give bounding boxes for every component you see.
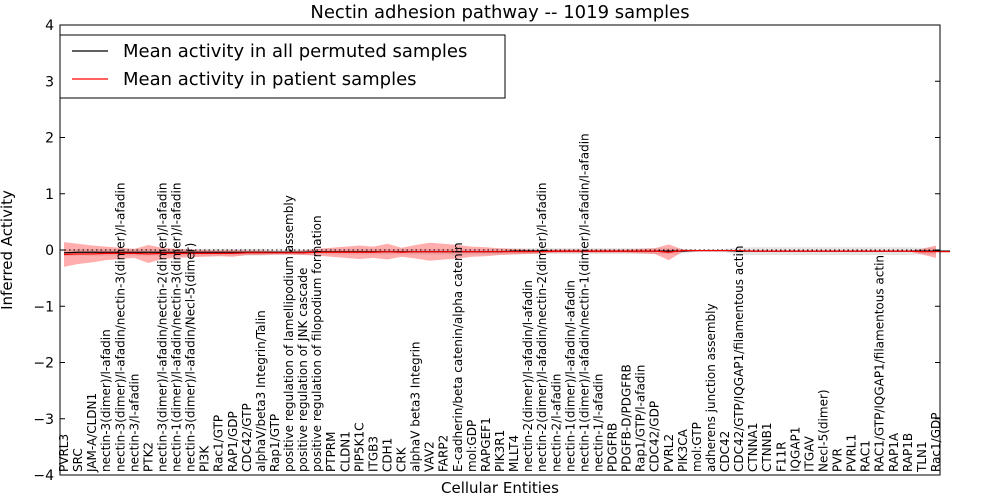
x-tick-label: PVR [831,448,845,472]
x-tick-label: Rac1/GTP [212,415,226,472]
band-patient [64,242,936,267]
y-tick-label: 0 [45,243,54,259]
x-tick-label: CDC42 [718,431,732,472]
x-tick-label: F11R [774,441,788,472]
x-tick-label: nectin-3(dimer)/l-afadin/nectin-2(dimer)… [155,183,169,472]
x-tick-label: PVRL3 [57,434,71,472]
y-tick-label: −2 [33,356,54,372]
x-tick-label: Necl-5(dimer) [816,389,830,472]
x-tick-label: positive regulation of lamellipodium ass… [282,195,296,472]
x-tick-label: CDC42/GTP/IQGAP1/filamentous actin [732,246,746,472]
y-tick-label: −3 [33,412,54,428]
x-tick-label: Rac1/GDP [929,413,943,472]
x-tick-label: CDC42/GTP [240,403,254,472]
x-tick-label: PDGFRB [606,423,620,472]
x-tick-label: nectin-2/l-afadin [549,374,563,472]
x-tick-label: adherens junction assembly [704,303,718,472]
x-tick-label: positive regulation of JNK cascade [296,268,310,472]
y-axis-label: Inferred Activity [0,190,16,310]
x-tick-label: RAPGEF1 [479,417,493,472]
x-tick-label: mol:GDP [465,420,479,472]
legend: Mean activity in all permuted samples Me… [59,34,506,99]
x-tick-label: PVRL2 [662,434,676,472]
x-tick-label: nectin-3/l-afadin [127,374,141,472]
x-tick-label: nectin-3(dimer)/l-afadin/Necl-5(dimer) [184,243,198,472]
x-tick-label: nectin-1(dimer)/l-afadin/nectin-3(dimer)… [170,183,184,472]
x-tick-label: PDGFB-D/PDGFRB [620,364,634,472]
x-tick-label: nectin-1(dimer)/l-afadin/nectin-1(dimer)… [577,133,591,472]
y-tick-label: 3 [45,74,54,90]
x-tick-label: mol:GTP [690,422,704,472]
x-tick-label: PTK2 [141,442,155,472]
x-tick-label: SRC [71,448,85,472]
y-tick-label: −1 [33,299,54,315]
legend-label-permuted: Mean activity in all permuted samples [123,41,467,62]
x-tick-label: FARP2 [437,435,451,472]
x-tick-label: PIK3R1 [493,430,507,472]
x-axis-label: Cellular Entities [441,479,559,497]
chart-title: Nectin adhesion pathway -- 1019 samples [310,2,689,23]
legend-label-patient: Mean activity in patient samples [123,69,417,90]
x-tick-label: VAV2 [423,441,437,472]
x-tick-label: PTPRM [324,432,338,473]
x-tick-label: alphaV/beta3 Integrin/Talin [254,310,268,472]
x-tick-label: nectin-3(dimer)/l-afadin/nectin-3(dimer)… [113,183,127,472]
y-axis: −4 −3 −2 −1 0 1 2 3 4 [33,18,940,484]
x-tick-label: CTNNB1 [760,422,774,472]
x-tick-label: PIK3CA [676,428,690,472]
x-tick-label: IQGAP1 [788,427,802,472]
y-tick-label: 4 [45,18,54,34]
x-tick-label: PI3K [198,445,212,472]
series-line-patient [63,249,951,256]
x-tick-label: RAC1/GTP/IQGAP1/filamentous actin [873,255,887,472]
x-tick-label: ITGB3 [366,436,380,472]
x-tick-label: nectin-2(dimer)/l-afadin/l-afadin [521,280,535,472]
legend-box [59,34,506,99]
x-tick-label: TLN1 [915,441,929,473]
x-tick-label: RAC1 [859,440,873,472]
x-tick-label: RAP1A [887,432,901,472]
x-tick-label: nectin-1/l-afadin [591,374,605,472]
y-tick-label: 2 [45,131,54,147]
x-tick-label: PVRL1 [845,434,859,472]
x-tick-label: CRK [395,446,409,472]
x-tick-label: E-cadherin/beta catenin/alpha catenin [451,242,465,472]
x-tick-label: Rap1/GTP [268,414,282,472]
y-tick-label: −4 [33,468,54,484]
x-tick-label: ITGAV [802,435,816,472]
x-tick-label: alphaV beta3 Integrin [409,341,423,472]
x-tick-label: nectin-2(dimer)/l-afadin/nectin-2(dimer)… [535,183,549,472]
x-tick-label: CDC42/GDP [648,401,662,472]
x-tick-label: RAP1/GDP [226,411,240,472]
x-tick-label: RAP1B [901,433,915,472]
x-tick-label: nectin-3(dimer)/l-afadin [99,329,113,472]
y-tick-label: 1 [45,187,54,203]
x-tick-label: positive regulation of filopodium format… [310,215,324,472]
x-tick-label: Rap1/GTP/l-afadin [634,365,648,472]
plot-lines [60,249,951,256]
x-tick-label: MLLT4 [507,435,521,472]
x-tick-label: JAM-A/CLDN1 [85,393,99,473]
x-tick-label: PIP5K1C [352,422,366,472]
x-tick-label: CDH1 [380,438,394,472]
x-tick-label: CLDN1 [338,431,352,472]
x-tick-label: nectin-1(dimer)/l-afadin/l-afadin [563,280,577,472]
x-tick-label: CTNNA1 [746,422,760,472]
